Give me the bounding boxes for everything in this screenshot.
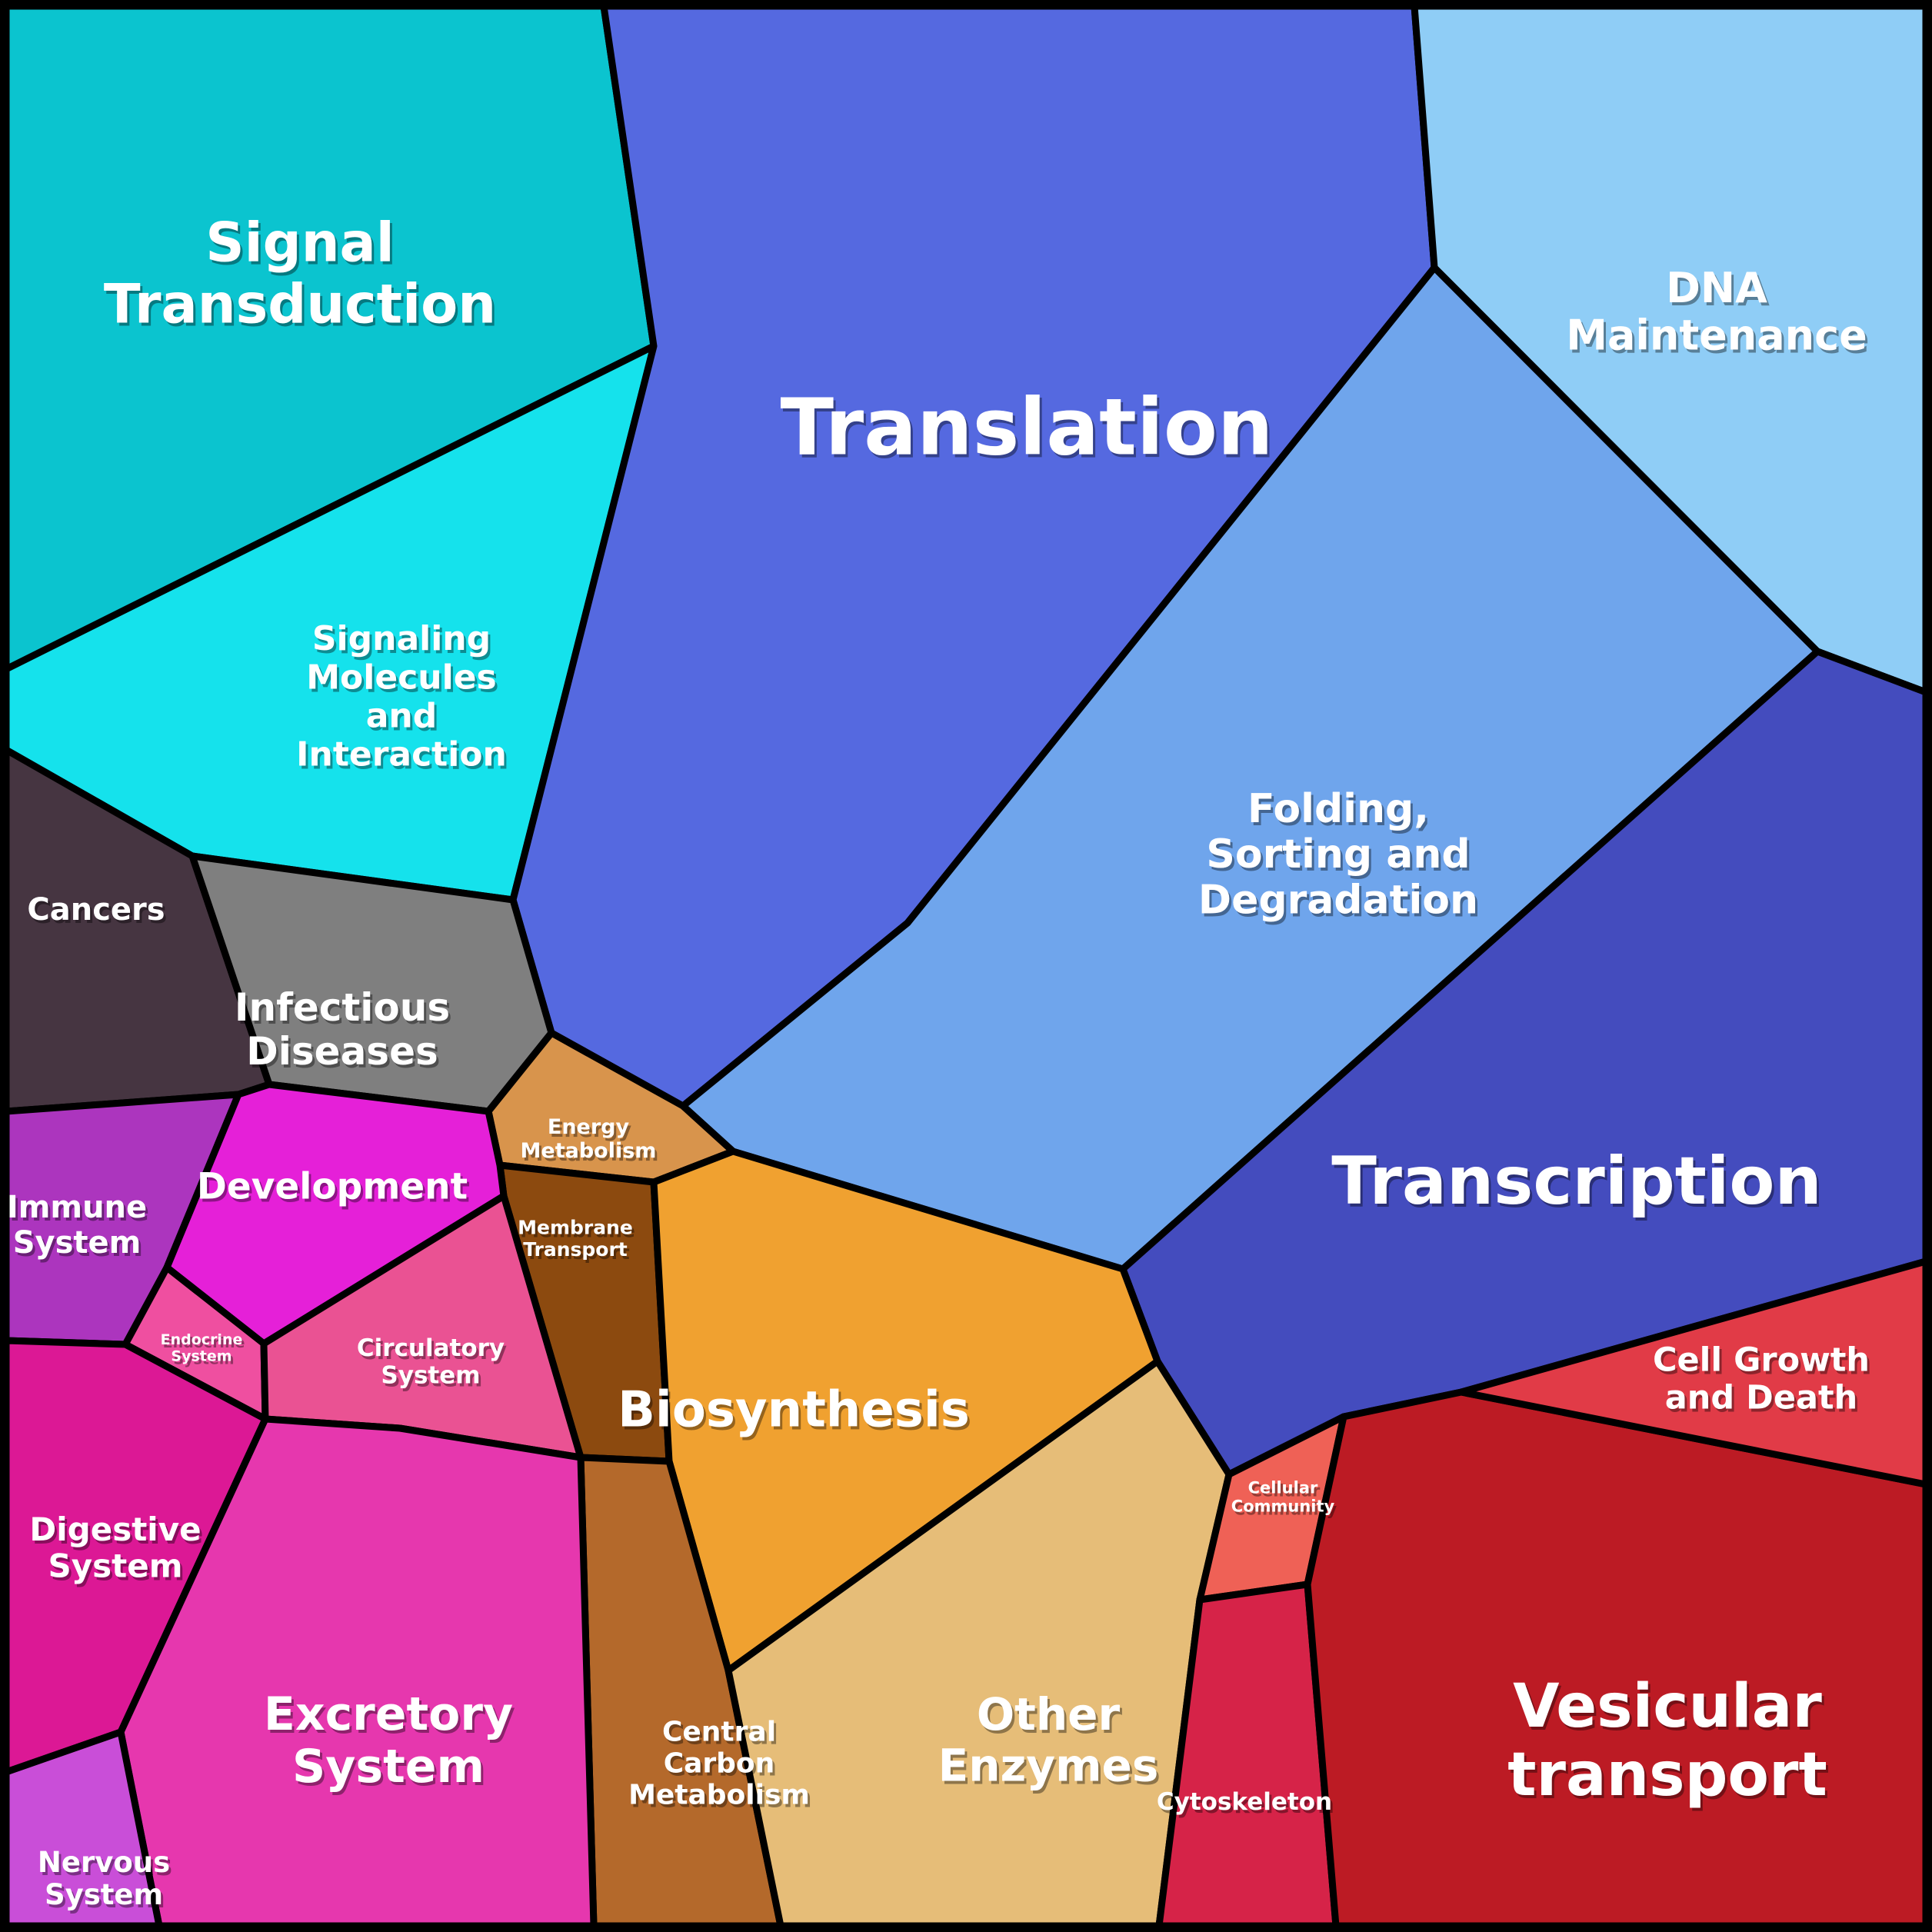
cell-vesicular-transport[interactable]: Vesicular transport (1304, 1388, 1930, 1930)
cell-cell-growth-and-death[interactable]: Cell Growth and Death (1457, 1257, 1930, 1488)
cell-nervous-system[interactable]: Nervous System (2, 1728, 163, 1930)
